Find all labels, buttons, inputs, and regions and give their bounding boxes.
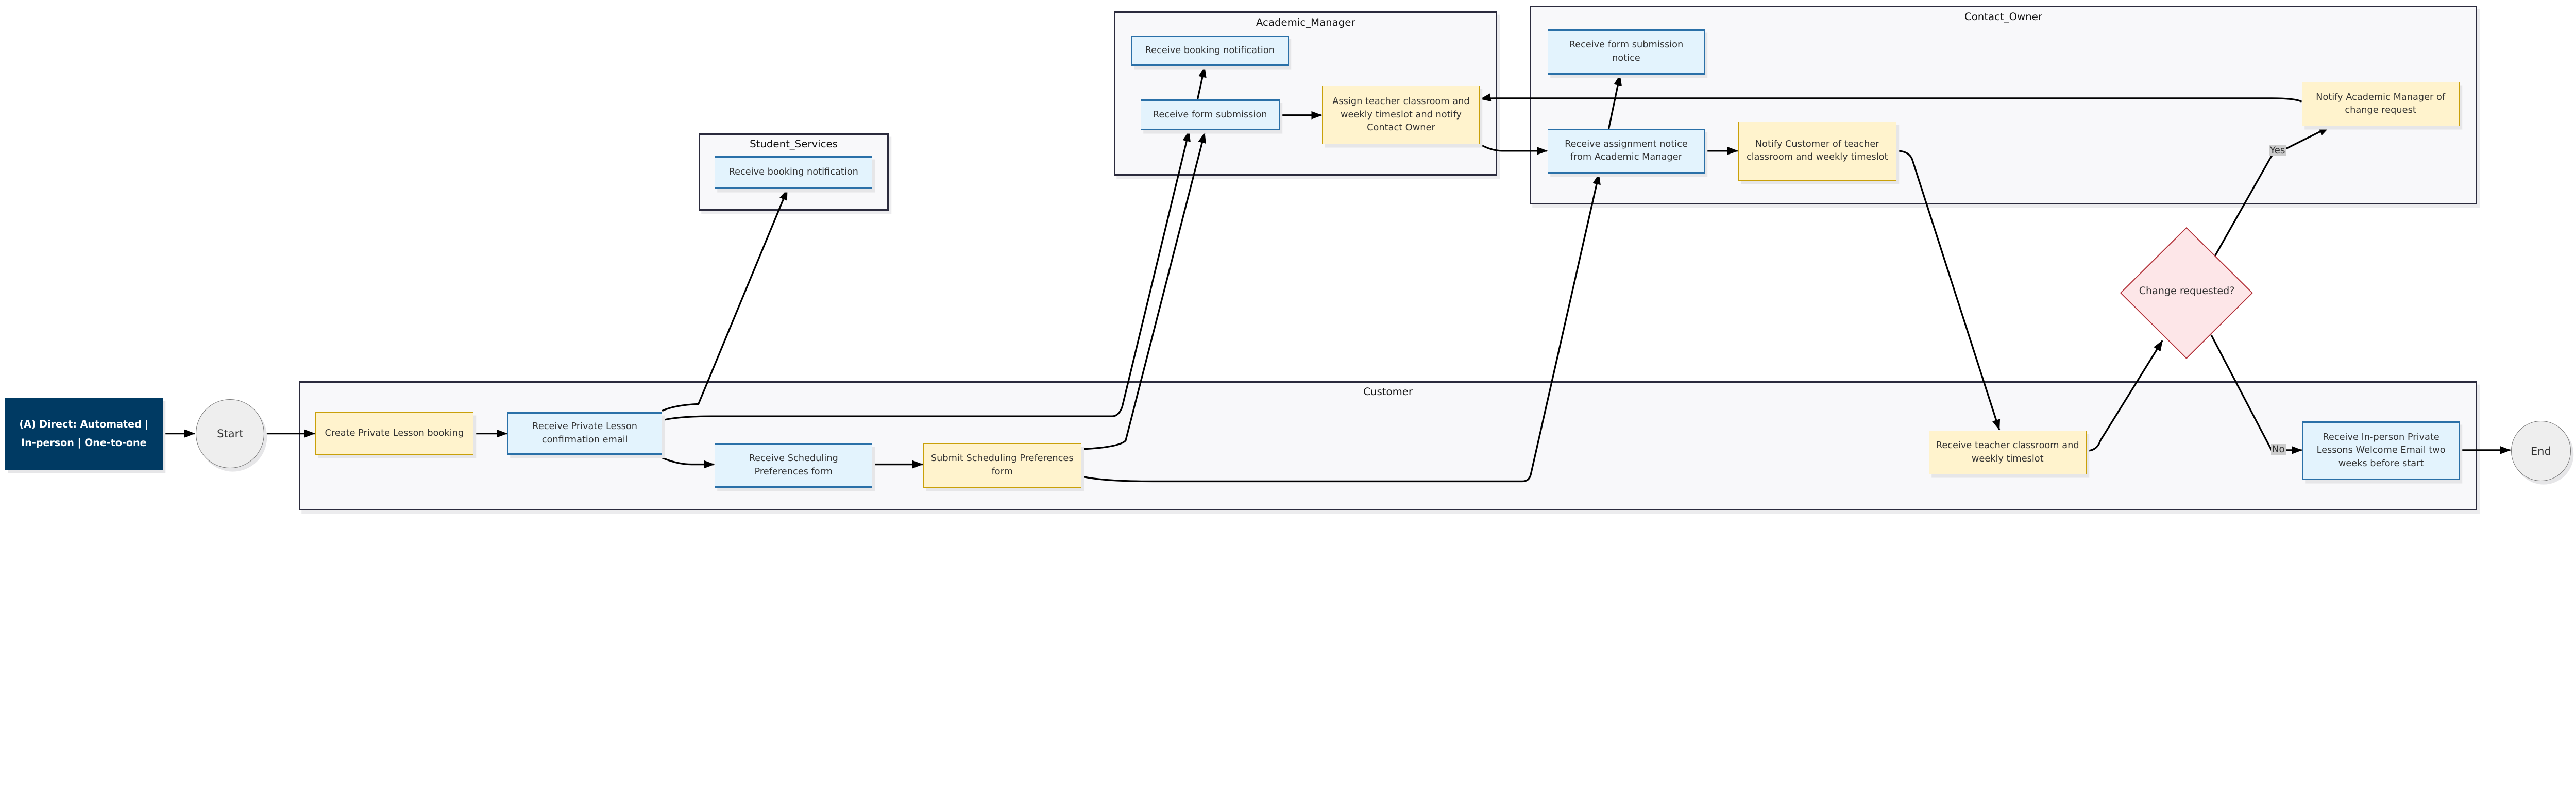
pool-label: Academic_Manager <box>1256 16 1355 28</box>
task-co-notify-am[interactable]: Notify Academic Manager of change reques… <box>2301 82 2460 127</box>
edge-conotice-form <box>1607 74 1622 129</box>
pool-label: Customer <box>1363 386 1413 398</box>
edge-label-no: No <box>2270 444 2286 455</box>
pool-label: Contact_Owner <box>1964 10 2043 23</box>
decision-diamond <box>2120 227 2253 359</box>
edge-decision-welcome <box>2210 334 2302 454</box>
edge-receiveteacher-decision <box>2086 340 2163 452</box>
edge-notifycustomer-receiveteacher <box>1896 150 2001 431</box>
decision-label: Change requested? <box>2139 285 2235 297</box>
task-receive-teacher[interactable]: Receive teacher classroom and weekly tim… <box>1928 430 2087 475</box>
task-receive-confirmation[interactable]: Receive Private Lesson confirmation emai… <box>507 412 663 455</box>
edge-submit-am <box>1081 132 1206 450</box>
task-co-notify-customer[interactable]: Notify Customer of teacher classroom and… <box>1738 122 1896 181</box>
task-am-booking-notification[interactable]: Receive booking notification <box>1131 36 1289 66</box>
task-am-assign[interactable]: Assign teacher classroom and weekly time… <box>1322 86 1480 145</box>
edge-notifyam-assign <box>1480 93 2302 103</box>
task-submit-sched-form[interactable]: Submit Scheduling Preferences form <box>923 443 1081 488</box>
edge-confirmation-am <box>662 130 1191 421</box>
edges-layer <box>162 66 2511 483</box>
process-title: (A) Direct: Automated | In-person | One-… <box>5 397 163 470</box>
edge-assign-conotice <box>1479 143 1548 155</box>
edge-amform-booking <box>1196 66 1207 100</box>
task-am-form-submission[interactable]: Receive form submission <box>1140 99 1280 131</box>
task-co-form-notice[interactable]: Receive form submission notice <box>1548 29 1705 75</box>
start-event[interactable]: Start <box>196 399 265 468</box>
task-receive-welcome[interactable]: Receive In-person Private Lessons Welcom… <box>2302 421 2460 481</box>
task-create-booking[interactable]: Create Private Lesson booking <box>315 412 473 455</box>
task-ss-booking-notification[interactable]: Receive booking notification <box>715 156 873 189</box>
edge-confirmation-schedform <box>655 454 715 469</box>
pool-label: Student_Services <box>750 138 838 150</box>
edge-decision-notifyam <box>2212 126 2330 260</box>
edge-submit-co <box>1081 173 1601 483</box>
task-receive-sched-form[interactable]: Receive Scheduling Preferences form <box>715 443 873 488</box>
edge-label-yes: Yes <box>2268 145 2286 156</box>
task-co-assignment-notice[interactable]: Receive assignment notice from Academic … <box>1548 129 1705 174</box>
edge-confirmation-ss <box>662 189 788 412</box>
end-event[interactable]: End <box>2511 421 2571 481</box>
